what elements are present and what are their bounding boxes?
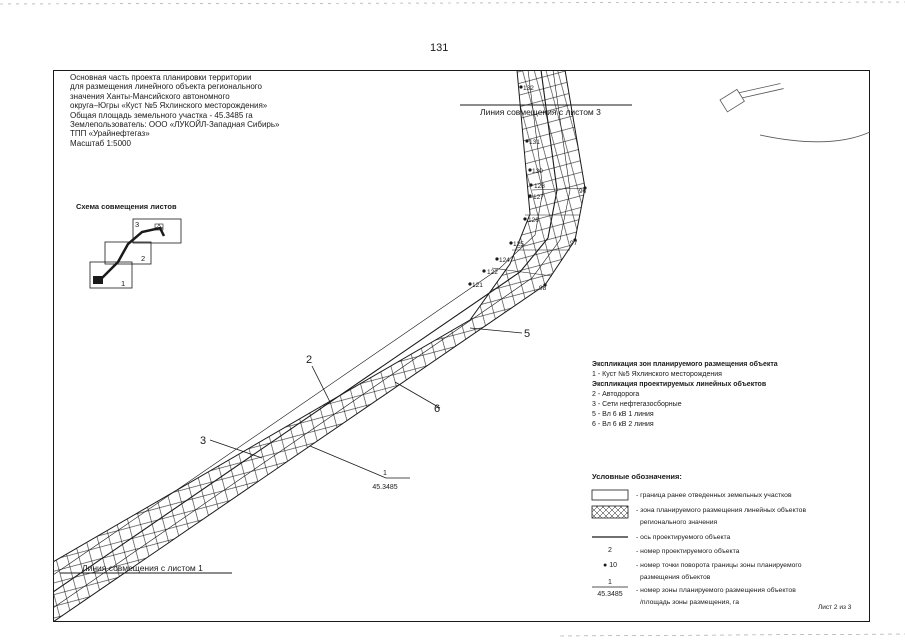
sheet-counter: Лист 2 из 3 <box>818 604 852 611</box>
turning-points <box>468 85 587 287</box>
title-line: Общая площадь земельного участка - 45.34… <box>70 110 253 120</box>
sheet-frame <box>53 70 870 622</box>
point-label: 98 <box>539 285 547 292</box>
scheme-thumbnail <box>89 218 182 289</box>
zone-fraction-denominator: 45.3485 <box>372 484 397 491</box>
title-line: округа–Югры «Куст №5 Яхлинского месторож… <box>70 101 268 111</box>
symbol-zone <box>591 505 629 519</box>
point-label: 130 <box>532 168 543 175</box>
point-label: 97 <box>570 240 578 247</box>
point-label: 96 <box>579 188 587 195</box>
scheme-number: 3 <box>135 220 139 229</box>
point-label: 131 <box>529 139 540 146</box>
explication-zone: 1 - Куст №5 Яхлинского месторождения <box>592 371 722 378</box>
explication-object: 6 - Вл 6 кВ 2 линия <box>592 421 654 428</box>
explication-object: 5 - Вл 6 кВ 1 линия <box>592 411 654 418</box>
callout-number: 6 <box>434 403 440 415</box>
point-label: 128 <box>534 183 545 190</box>
callout-leaders <box>209 327 523 479</box>
symbols-title: Условные обозначения: <box>592 472 682 481</box>
callout-numbers: 2 3 5 6 <box>200 328 530 447</box>
callout-number: 5 <box>524 328 530 340</box>
title-line: Основная часть проекта планировки террит… <box>70 73 252 82</box>
symbol-text: регионального значения <box>640 519 718 526</box>
title-line: Масштаб 1:5000 <box>70 138 131 148</box>
symbol-fraction-numerator: 1 <box>608 579 612 586</box>
zone-fraction: 1 45.3485 <box>372 470 397 491</box>
symbol-text: - номер точки поворота границы зоны план… <box>636 562 802 569</box>
symbol-fraction-denominator: 45.3485 <box>597 591 622 598</box>
symbol-sample-texts: 2 ● 10 1 45.3485 <box>597 547 622 598</box>
explication-object: 3 - Сети нефтегазосборные <box>592 401 682 408</box>
point-label: 124 <box>499 257 510 264</box>
explication-objects-title: Экспликация проектируемых линейных объек… <box>592 381 767 388</box>
symbol-text: /площадь зоны размещения, га <box>640 599 739 606</box>
symbol-point-number: ● 10 <box>603 562 617 569</box>
page-number: 131 <box>430 42 449 54</box>
callout-number: 3 <box>200 435 206 447</box>
title-block: Основная часть проекта планировки террит… <box>70 73 279 148</box>
title-line: Землепользователь: ООО «ЛУКОЙЛ-Западная … <box>70 120 280 130</box>
symbol-text: - граница ранее отведенных земельных уча… <box>636 492 792 499</box>
point-label: 127 <box>533 194 544 201</box>
scheme-numbers: 1 2 3 <box>121 220 145 288</box>
explication-object: 2 - Автодорога <box>592 391 640 398</box>
scheme-number: 1 <box>121 279 125 288</box>
title-line: ТПП «Урайнефтегаз» <box>70 129 150 139</box>
point-label: 125 <box>513 241 524 248</box>
planned-corridor <box>53 70 586 622</box>
symbol-text: - зона планируемого размещения линейных … <box>636 507 807 514</box>
title-line: значения Ханты-Мансийского автономного <box>70 91 230 101</box>
sheet-line-bottom: Линия совмещения с листом 1 <box>82 563 203 573</box>
callout-number: 2 <box>306 354 312 366</box>
symbol-text: размещения объектов <box>640 574 711 581</box>
sheet-line-top: Линия совмещения с листом 3 <box>480 107 601 117</box>
symbol-text: - ось проектируемого объекта <box>636 534 731 541</box>
symbol-text: - номер зоны планируемого размещения объ… <box>636 587 796 594</box>
point-label: 132 <box>523 85 534 92</box>
point-labels: 132 131 130 128 127 126 125 124 122 121 … <box>472 85 587 292</box>
point-label: 121 <box>472 282 483 289</box>
zone-fraction-numerator: 1 <box>383 470 387 477</box>
symbol-samples <box>591 489 629 588</box>
symbol-boundary <box>591 489 629 501</box>
scheme-number: 2 <box>141 254 145 263</box>
title-line: для размещения линейного объекта региона… <box>70 82 262 92</box>
point-label: 126 <box>528 217 539 224</box>
explication: Экспликация зон планируемого размещения … <box>592 360 778 430</box>
point-label: 122 <box>487 269 498 276</box>
scheme-title: Схема совмещения листов <box>76 202 177 211</box>
explication-zones-title: Экспликация зон планируемого размещения … <box>592 361 778 368</box>
symbol-text: - номер проектируемого объекта <box>636 548 740 555</box>
symbol-object-number: 2 <box>608 547 612 554</box>
